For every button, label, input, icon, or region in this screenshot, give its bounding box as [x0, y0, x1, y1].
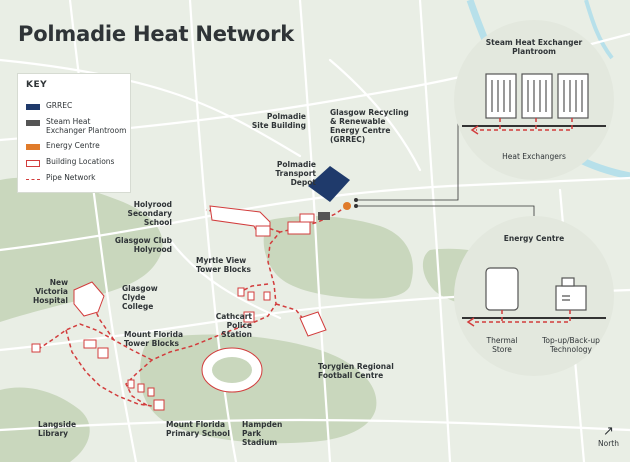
energy-pipe-flow: [472, 310, 571, 323]
key-item-pipe: Pipe Network: [26, 172, 128, 192]
key-item-energy-centre: Energy Centre: [26, 140, 128, 160]
building-transport-depot: [287, 221, 311, 235]
building-mf-primary: [153, 399, 165, 411]
steam-inset: [454, 20, 614, 180]
building-mf-tower-1: [127, 379, 135, 389]
heat-exchanger-icon: [485, 73, 589, 119]
label-clyde-college: Glasgow Clyde College: [122, 284, 158, 311]
building-cathcart: [243, 311, 255, 323]
plantroom-swatch: [26, 120, 40, 126]
compass: ↗ North: [598, 424, 624, 454]
label-polmadie-site: Polmadie Site Building: [251, 112, 306, 130]
label-transport-depot: Polmadie Transport Depot: [275, 160, 316, 187]
label-mf-primary: Mount Florida Primary School: [166, 420, 230, 438]
building-mf-tower-2: [137, 383, 145, 393]
map-key: KEY GRREC Steam Heat Exchanger Plantroom…: [18, 74, 130, 192]
label-grrec: Glasgow Recycling & Renewable Energy Cen…: [330, 108, 409, 144]
green-space-central: [263, 216, 413, 299]
building-myrtle-2: [247, 291, 255, 301]
key-item-grrec: GRREC: [26, 100, 128, 120]
label-glasgow-club: Glasgow Club Holyrood: [114, 236, 172, 254]
label-mf-tower: Mount Florida Tower Blocks: [124, 330, 184, 348]
building-glasgow-club: [255, 225, 271, 237]
label-new-victoria: New Victoria Hospital: [32, 278, 68, 305]
steam-flow-arrow-icon: [470, 125, 479, 135]
label-cathcart: Cathcart Police Station: [215, 312, 252, 339]
energy-inset-title: Energy Centre: [503, 234, 565, 243]
key-label-buildings: Building Locations: [46, 157, 115, 166]
key-label-grrec: GRREC: [46, 101, 73, 110]
building-polmadie-site: [299, 213, 315, 223]
building-clyde-college-2: [97, 347, 109, 359]
key-item-buildings: Building Locations: [26, 156, 128, 176]
label-myrtle-view: Myrtle View Tower Blocks: [196, 256, 251, 274]
label-hampden: Hampden Park Stadium: [242, 420, 283, 447]
energy-flow-arrow-icon: [466, 317, 475, 327]
steam-inset-title: Steam Heat Exchanger Plantroom: [485, 38, 583, 56]
hampden-stadium-inner: [212, 357, 252, 383]
building-langside: [31, 343, 41, 353]
thermal-store-caption: Thermal Store: [486, 336, 518, 354]
key-label-plantroom: Steam Heat Exchanger Plantroom: [46, 117, 127, 135]
north-label: North: [598, 439, 619, 448]
building-myrtle-3: [263, 291, 271, 301]
energy-centre-swatch: [26, 144, 40, 150]
map-title: Polmadie Heat Network: [18, 22, 294, 46]
energy-inset-circle: [454, 216, 614, 376]
building-toryglen: [299, 311, 327, 337]
grrec-swatch: [26, 104, 40, 110]
key-label-pipe: Pipe Network: [46, 173, 96, 182]
steam-pipe-flow: [476, 118, 573, 131]
connector-dot-2: [354, 198, 358, 202]
energy-inset: [454, 216, 614, 376]
key-label-energy-centre: Energy Centre: [46, 141, 100, 150]
energy-centre-marker: [343, 202, 351, 210]
river-north: [584, 0, 614, 60]
pipe-swatch: [26, 179, 40, 180]
buildings: [31, 205, 327, 411]
heat-exchangers-caption: Heat Exchangers: [502, 152, 566, 161]
label-toryglen: Toryglen Regional Football Centre: [318, 362, 394, 380]
building-new-victoria: [73, 281, 105, 317]
north-arrow-icon: ↗: [603, 424, 614, 439]
building-swatch: [26, 160, 40, 167]
building-mf-tower-3: [147, 387, 155, 397]
key-item-plantroom: Steam Heat Exchanger Plantroom: [26, 116, 128, 136]
green-space-south: [140, 334, 377, 444]
grrec-building: [308, 166, 350, 202]
label-holyrood-school: Holyrood Secondary School: [127, 200, 172, 227]
steam-plantroom-marker: [318, 212, 330, 220]
green-space-west: [0, 177, 163, 322]
label-langside: Langside Library: [38, 420, 77, 438]
key-title: KEY: [26, 80, 48, 90]
green-space-southwest: [0, 387, 90, 462]
thermal-store-icon: [485, 267, 519, 311]
building-clyde-college-1: [83, 339, 97, 349]
connector-dot-1: [354, 204, 358, 208]
topup-caption: Top-up/Back-up Technology: [542, 336, 600, 354]
boiler-icon: [555, 277, 587, 311]
building-myrtle-1: [237, 287, 245, 297]
